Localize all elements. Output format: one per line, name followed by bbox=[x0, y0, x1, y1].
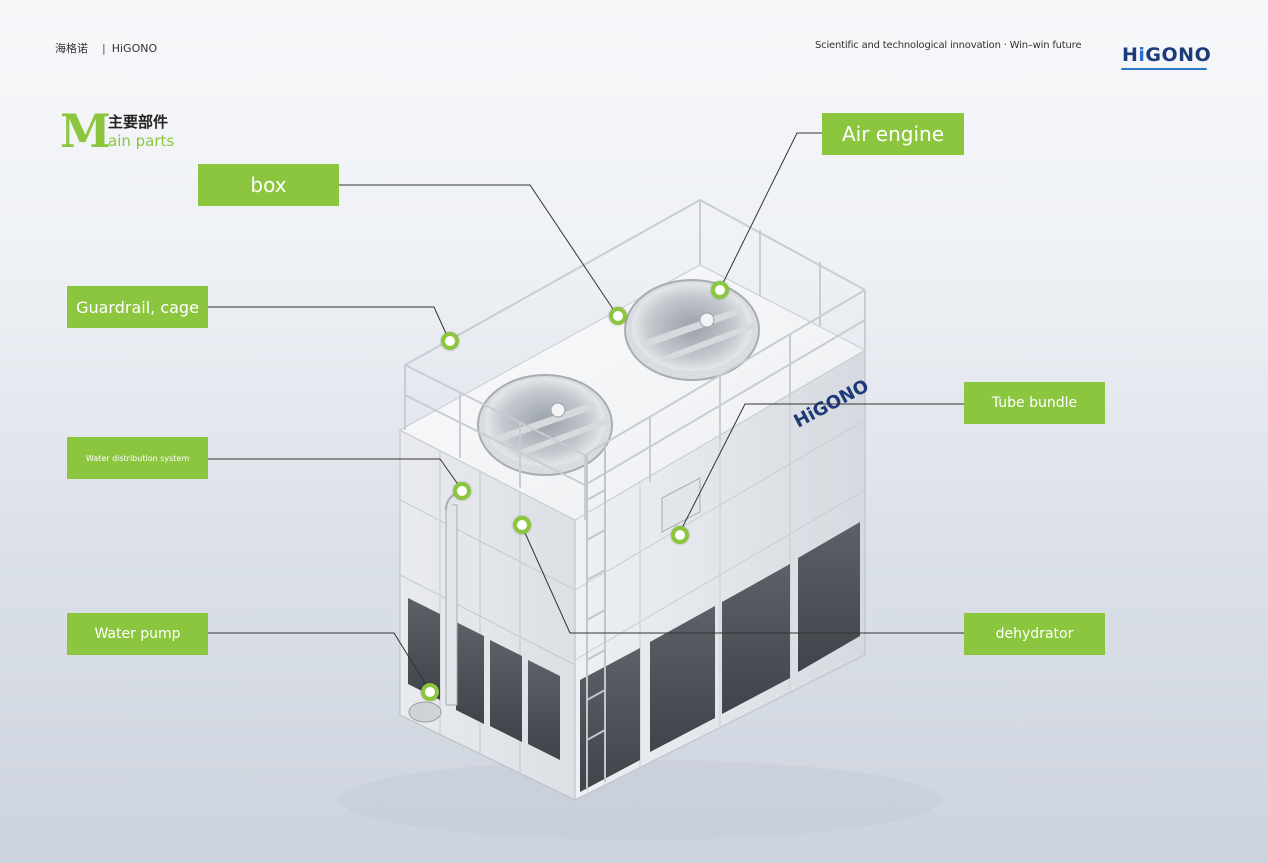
access-ladder bbox=[586, 445, 606, 790]
label-guardrail-cage: Guardrail, cage bbox=[67, 286, 208, 328]
section-title-cn: 主要部件 bbox=[108, 113, 169, 131]
logo-underline bbox=[1121, 68, 1207, 70]
pump-body bbox=[408, 701, 442, 723]
marker-box bbox=[609, 307, 627, 325]
marker-tube-bundle bbox=[671, 526, 689, 544]
label-dehydrator: dehydrator bbox=[964, 613, 1105, 655]
marker-air-engine bbox=[711, 281, 729, 299]
right-air-inlet-grilles bbox=[580, 522, 860, 792]
floor-shadow bbox=[340, 760, 940, 840]
section-title-en: ain parts bbox=[108, 132, 175, 150]
header-separator: | bbox=[102, 41, 106, 55]
leader-lines bbox=[208, 132, 964, 692]
slogan: Scientific and technological innovation … bbox=[815, 40, 1082, 51]
right-panel-seams bbox=[574, 394, 866, 768]
left-air-inlet-grilles bbox=[408, 598, 560, 760]
water-pipe bbox=[408, 491, 468, 723]
marker-dehydrator bbox=[513, 516, 531, 534]
label-water-distribution-system: Water distribution system bbox=[67, 437, 208, 479]
header-left: 海格诺 | HiGONO bbox=[55, 40, 157, 56]
top-guardrail bbox=[404, 198, 866, 520]
access-hatch bbox=[661, 477, 701, 533]
marker-water-distribution bbox=[453, 482, 471, 500]
brand-logo: HiGONO bbox=[1122, 44, 1212, 66]
fan-right bbox=[624, 279, 760, 381]
company-name-en: HiGONO bbox=[111, 41, 158, 55]
label-tube-bundle: Tube bundle bbox=[964, 382, 1105, 424]
label-water-pump: Water pump bbox=[67, 613, 208, 655]
label-air-engine: Air engine bbox=[822, 113, 964, 155]
marker-water-pump bbox=[421, 683, 439, 701]
marker-guardrail bbox=[441, 332, 459, 350]
company-name-cn: 海格诺 bbox=[55, 42, 88, 55]
fan-left bbox=[477, 374, 613, 476]
section-initial: M bbox=[60, 104, 111, 158]
label-box: box bbox=[198, 164, 339, 206]
